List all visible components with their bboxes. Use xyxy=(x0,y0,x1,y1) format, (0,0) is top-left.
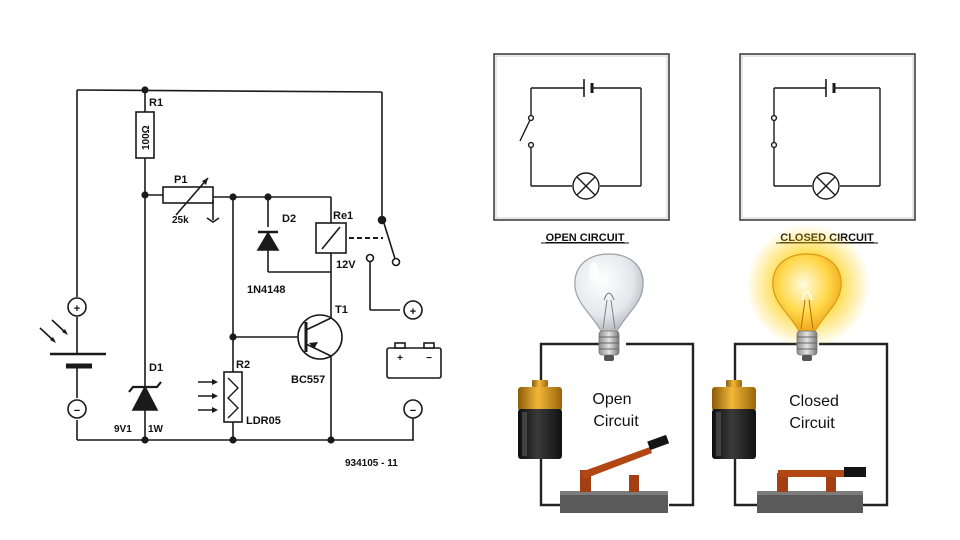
battery-symbol xyxy=(386,342,442,379)
d1-power: 1W xyxy=(148,424,164,435)
open-circuit-caption: OPEN CIRCUIT xyxy=(546,232,625,244)
terminal-minus-left xyxy=(67,399,87,419)
closed-label-line1: Closed xyxy=(789,393,839,410)
d2-type: 1N4148 xyxy=(247,284,286,296)
re1-voltage: 12V xyxy=(336,259,356,271)
battery-minus: − xyxy=(426,353,432,364)
knife-switch-open-icon xyxy=(560,434,670,513)
r1-value: 100Ω xyxy=(141,125,152,150)
p1-potentiometer xyxy=(162,186,214,204)
terminal-plus-right xyxy=(403,300,423,320)
closed-circuit-illustration xyxy=(712,224,889,513)
battery-icon-open xyxy=(518,380,562,459)
t1-label: T1 xyxy=(335,304,348,316)
drawing-number: 934105 - 11 xyxy=(345,458,398,469)
d2-label: D2 xyxy=(282,213,296,225)
solar-cell xyxy=(39,317,106,398)
t1-transistor xyxy=(297,314,343,360)
open-circuit-panel xyxy=(493,53,670,221)
minus-sign-right: − xyxy=(410,405,416,417)
r1-label: R1 xyxy=(149,97,163,109)
p1-value: 25k xyxy=(172,215,189,226)
closed-label-line2: Circuit xyxy=(789,415,835,432)
light-arrows xyxy=(198,379,218,413)
open-circuit-illustration xyxy=(518,253,695,513)
minus-sign-left: − xyxy=(74,405,80,417)
d1-zener xyxy=(131,385,159,411)
battery-icon-closed xyxy=(712,380,756,459)
re1-label: Re1 xyxy=(333,210,353,222)
closed-circuit-panel xyxy=(739,53,916,221)
r2-type: LDR05 xyxy=(246,415,281,427)
bulb-on-icon xyxy=(772,253,842,361)
p1-label: P1 xyxy=(174,174,187,186)
d2-diode xyxy=(256,231,280,251)
r2-ldr xyxy=(223,371,243,423)
open-label-line2: Circuit xyxy=(593,413,639,430)
t1-type: BC557 xyxy=(291,374,325,386)
open-label-line1: Open xyxy=(592,391,631,408)
plus-sign-left: + xyxy=(74,303,80,315)
knife-switch-closed-icon xyxy=(757,467,866,513)
terminal-plus-left xyxy=(67,297,87,317)
r2-label: R2 xyxy=(236,359,250,371)
bulb-off-icon xyxy=(574,253,644,361)
schematic xyxy=(39,86,442,444)
plus-sign-right: + xyxy=(410,306,416,318)
d1-label: D1 xyxy=(149,362,163,374)
d1-value: 9V1 xyxy=(114,424,132,435)
battery-plus: + xyxy=(397,353,403,364)
